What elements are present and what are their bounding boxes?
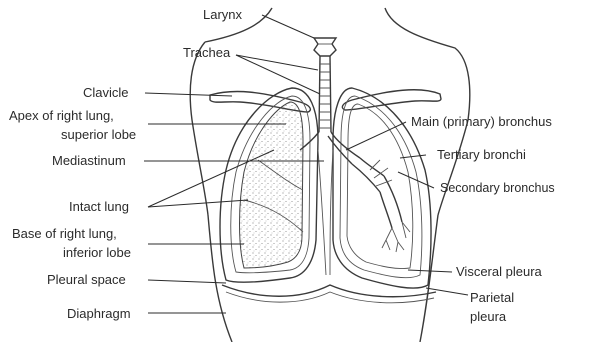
label-main-bronchus: Main (primary) bronchus bbox=[411, 114, 552, 129]
clavicles bbox=[210, 90, 441, 112]
label-apex-line2: superior lobe bbox=[61, 127, 136, 142]
label-trachea: Trachea bbox=[183, 45, 231, 60]
label-base-line1: Base of right lung, bbox=[12, 226, 117, 241]
label-visceral-pleura: Visceral pleura bbox=[456, 264, 543, 279]
label-intact-lung: Intact lung bbox=[69, 199, 129, 214]
label-base-line2: inferior lobe bbox=[63, 245, 131, 260]
mediastinum-lines bbox=[318, 150, 333, 275]
larynx-shape bbox=[314, 38, 336, 56]
label-pleural-space: Pleural space bbox=[47, 272, 126, 287]
label-tertiary-bronchi: Tertiary bronchi bbox=[437, 147, 526, 162]
label-parietal-line1: Parietal bbox=[470, 290, 514, 305]
label-secondary-bronchus: Secondary bronchus bbox=[440, 181, 555, 195]
trachea-tube bbox=[319, 56, 331, 132]
label-diaphragm: Diaphragm bbox=[67, 306, 131, 321]
label-larynx: Larynx bbox=[203, 7, 243, 22]
label-parietal-line2: pleura bbox=[470, 309, 507, 324]
label-apex-line1: Apex of right lung, bbox=[9, 108, 114, 123]
label-clavicle: Clavicle bbox=[83, 85, 129, 100]
label-mediastinum: Mediastinum bbox=[52, 153, 126, 168]
right-lung bbox=[220, 88, 318, 282]
